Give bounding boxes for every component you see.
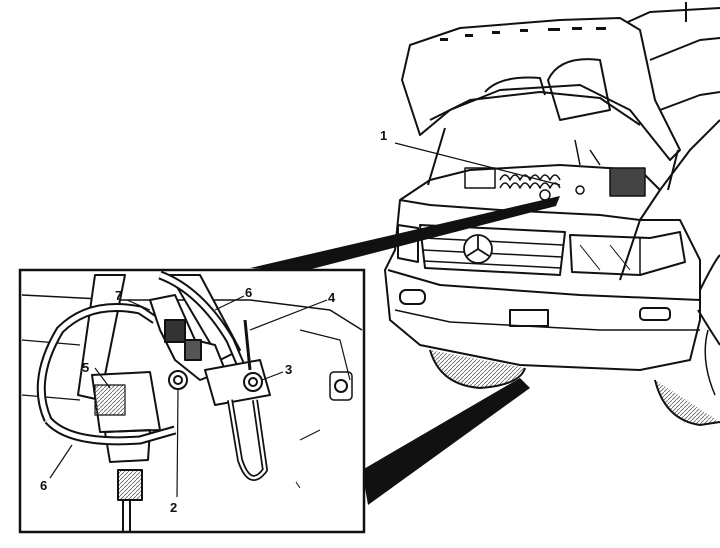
callout-7: 7 (115, 288, 122, 303)
headlight-right (569, 231, 686, 276)
wheel-rim (704, 329, 716, 396)
inset-panel-right (169, 274, 241, 361)
leader-2 (176, 389, 179, 498)
callout-2: 2 (170, 500, 177, 515)
callout-6a: 6 (245, 285, 252, 300)
engine-bay-rim (399, 164, 661, 221)
hood-strut-left (427, 127, 446, 186)
callout-3: 3 (285, 362, 292, 377)
callout-5: 5 (82, 360, 89, 375)
bumper-step (639, 307, 671, 321)
leader-3 (261, 371, 284, 381)
wheel-arch (697, 254, 720, 346)
front-tire-right (654, 379, 720, 426)
fog-light-left (399, 289, 426, 305)
windshield (649, 37, 720, 111)
mercedes-star-icon (463, 234, 493, 264)
leader-4 (249, 299, 328, 331)
mounting-nut (168, 370, 188, 390)
sensor-connector (117, 469, 143, 501)
leader-1 (394, 142, 561, 186)
hood-strut-right (667, 149, 679, 191)
callout-6b: 6 (40, 478, 47, 493)
front-bumper (387, 269, 701, 301)
engine-components (464, 139, 646, 201)
leader-7 (126, 299, 151, 311)
inset-bodywork (21, 294, 363, 331)
leader-6a (214, 295, 245, 311)
grille (419, 224, 566, 276)
mounting-bracket (204, 359, 271, 406)
leader-6b (49, 444, 73, 479)
steering-wheel (484, 76, 546, 96)
ray-bottom (362, 378, 530, 505)
front-fascia (384, 199, 701, 371)
hood-vents (440, 27, 606, 41)
front-tire-left (429, 349, 526, 389)
headlight-left (397, 224, 419, 263)
detail-inset: 1 2 3 4 5 6 6 7 (18, 128, 561, 534)
open-hood (401, 17, 681, 161)
grille-slats (422, 237, 564, 269)
leader-5 (94, 367, 111, 389)
ray-top (250, 196, 560, 272)
van-drawing (384, 2, 720, 426)
magnifier-rays (250, 196, 560, 505)
leader-lines (49, 142, 561, 498)
callout-1: 1 (380, 128, 387, 143)
license-plate-mount (509, 309, 549, 327)
seat-back (547, 58, 611, 121)
inset-bolt-bracket (329, 371, 353, 401)
bracket-rod (243, 319, 252, 371)
hood-inner-edge (429, 91, 641, 126)
bracket-bolt (243, 372, 263, 392)
callout-4: 4 (328, 290, 336, 305)
